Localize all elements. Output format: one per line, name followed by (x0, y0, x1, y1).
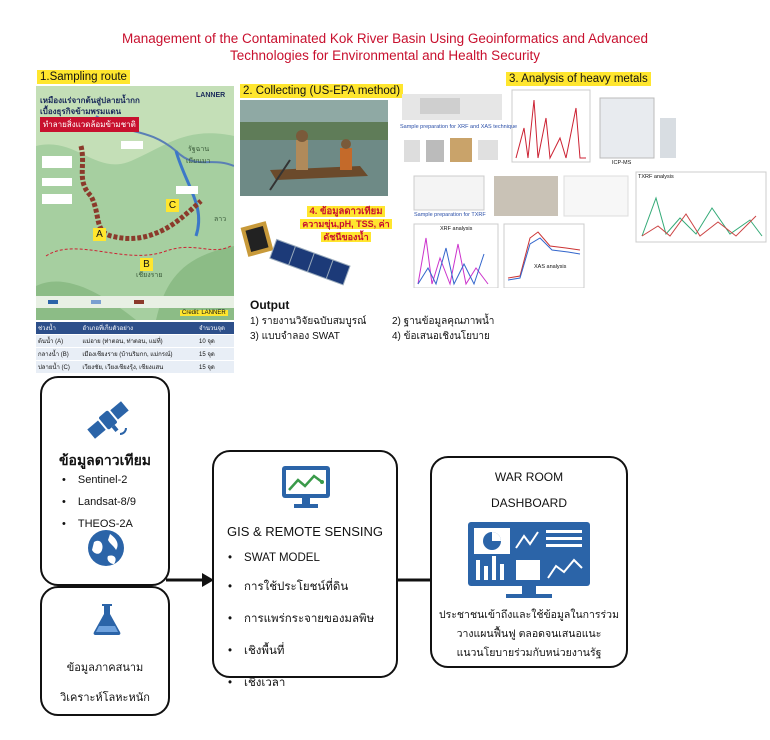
collecting-photo (240, 100, 388, 196)
map-heading-1: เหมืองแร่จากต้นสู่ปลายน้ำกก (40, 96, 140, 105)
table-header: ช่วงน้ำ (36, 322, 81, 335)
caption-txrf: Sample preparation for TXRF (414, 212, 486, 218)
analysis-collage: Sample preparation for XRF and XAS techn… (400, 88, 768, 378)
list-item: การแพร่กระจายของมลพิษ (228, 610, 374, 628)
output-item-4: 4) ข้อเสนอเชิงนโยบาย (392, 331, 490, 342)
satellite-graphic (240, 221, 351, 286)
field-box-line1: ข้อมูลภาคสนาม (66, 662, 144, 674)
table-cell: ต้นน้ำ (A) (36, 334, 81, 348)
region-label-shan: รัฐฉาน (188, 146, 210, 153)
sampling-point-a: A (93, 228, 106, 241)
output-item-2: 2) ฐานข้อมูลคุณภาพน้ำ (392, 316, 495, 327)
map-red-banner: ทำลายสิ่งแวดล้อมข้ามชาติ (40, 117, 139, 132)
dashboard-monitor-icon (468, 522, 590, 598)
gis-remote-sensing-box: GIS & REMOTE SENSING SWAT MODEL การใช้ปร… (212, 450, 398, 689)
section-4-label-line2: ความขุ่น,pH, TSS, ค่า (300, 219, 392, 229)
flask-icon (93, 604, 121, 635)
table-row: กลางน้ำ (B) เมืองเชียงราย (บ้านริมกก, แม… (36, 347, 234, 361)
war-room-desc-line: แนวนโยบายร่วมกับหน่วยงานรัฐ (456, 647, 602, 659)
war-room-title-line2: DASHBOARD (490, 496, 567, 510)
analysis-collage-graphic (402, 89, 767, 288)
table-cell: 15 จุด (197, 347, 234, 361)
sampling-point-c: C (166, 199, 179, 212)
output-label: Output (250, 298, 290, 312)
table-header: อำเภอที่เก็บตัวอย่าง (80, 322, 197, 335)
section-2-label: 2. Collecting (US-EPA method) (240, 84, 404, 98)
chart-txrf-label: TXRF analysis (638, 174, 674, 180)
map-credit: Credit: LANNER (180, 310, 228, 316)
collecting-photo-graphic (240, 100, 388, 196)
arrow-to-gis (166, 573, 214, 587)
war-room-desc-line: วางแผนฟื้นฟู ตลอดจนเสนอแนะ (456, 628, 602, 640)
title-line-1: Management of the Contaminated Kok River… (121, 31, 649, 46)
table-cell: 10 จุด (197, 334, 234, 348)
table-cell: เวียงชัย, เวียงเชียงรุ้ง, เชียงแสน (80, 360, 197, 373)
region-label-chiangrai: เชียงราย (136, 272, 163, 279)
sampling-table: ช่วงน้ำ อำเภอที่เก็บตัวอย่าง จำนวนจุด ต้… (36, 322, 234, 373)
globe-icon (88, 530, 124, 566)
caption-xrf: Sample preparation for XRF and XAS techn… (400, 124, 518, 130)
output-item-1: 1) รายงานวิจัยฉบับสมบูรณ์ (250, 316, 367, 327)
sampling-route-map: เหมืองแร่จากต้นสู่ปลายน้ำกก เบื้องธุรกิจ… (36, 86, 234, 320)
region-label-myanmar: เมียนมา (186, 158, 211, 165)
list-item: THEOS-2A (62, 518, 136, 530)
output-item-3: 3) แบบจำลอง SWAT (250, 331, 340, 342)
map-heading-2: เบื้องธุรกิจข้ามพรมแดน (40, 107, 122, 116)
war-room-dashboard-box: WAR ROOM DASHBOARD ประชาชนเข้าถึงและใช้ข… (430, 456, 628, 668)
chart-xrf-label: XRF analysis (440, 226, 473, 232)
monitor-chart-icon (282, 466, 330, 508)
section-4-label: 4. ข้อมูลดาวเทียม ความขุ่น,pH, TSS, ค่า … (300, 206, 392, 244)
map-logo: LANNER (196, 92, 226, 99)
table-cell: เมืองเชียงราย (บ้านริมกก, แม่กรณ์) (80, 347, 197, 361)
list-item: Sentinel-2 (62, 474, 136, 486)
title-line-2: Technologies for Environmental and Healt… (230, 48, 540, 63)
section-1-label: 1.Sampling route (37, 70, 130, 84)
chart-xas-label: XAS analysis (534, 264, 567, 270)
instrument-label: ICP-MS (612, 160, 632, 166)
war-room-title-line1: WAR ROOM (494, 470, 564, 484)
war-room-desc-line: ประชาชนเข้าถึงและใช้ข้อมูลในการร่วม (438, 609, 619, 621)
table-row: ต้นน้ำ (A) แม่อาย (ท่าตอน, ท่าตอน, แม่ที… (36, 334, 234, 348)
satellite-box-title: ข้อมูลดาวเทียม (58, 452, 152, 468)
list-item: การใช้ประโยชน์ที่ดิน (228, 578, 374, 596)
list-item: เชิงพื้นที่ (228, 642, 374, 660)
region-label-laos: ลาว (214, 216, 227, 223)
war-room-description: ประชาชนเข้าถึงและใช้ข้อมูลในการร่วม วางแ… (432, 606, 626, 663)
table-row: ปลายน้ำ (C) เวียงชัย, เวียงเชียงรุ้ง, เช… (36, 360, 234, 373)
page-title: Management of the Contaminated Kok River… (0, 30, 770, 64)
satellite-illustration (240, 214, 352, 286)
section-4-label-line1: 4. ข้อมูลดาวเทียม (307, 206, 385, 217)
satellite-icon (87, 401, 129, 439)
sampling-point-b: B (140, 258, 153, 271)
kok-river-path (78, 145, 203, 241)
list-item: เชิงเวลา (228, 674, 374, 692)
table-cell: กลางน้ำ (B) (36, 347, 81, 361)
field-box-line2: วิเคราะห์โลหะหนัก (60, 692, 150, 704)
list-item: Landsat-8/9 (62, 496, 136, 508)
gis-box-title: GIS & REMOTE SENSING (226, 524, 384, 539)
table-header: จำนวนจุด (197, 322, 234, 335)
field-data-box: ข้อมูลภาคสนาม วิเคราะห์โลหะหนัก (40, 586, 170, 716)
table-cell: 15 จุด (197, 360, 234, 373)
gis-topic-list: SWAT MODEL การใช้ประโยชน์ที่ดิน การแพร่ก… (228, 552, 374, 706)
satellite-data-box: ข้อมูลดาวเทียม Sentinel-2 Landsat-8/9 TH… (40, 376, 170, 586)
table-cell: ปลายน้ำ (C) (36, 360, 81, 373)
table-cell: แม่อาย (ท่าตอน, ท่าตอน, แม่ที่) (80, 334, 197, 348)
table-header-row: ช่วงน้ำ อำเภอที่เก็บตัวอย่าง จำนวนจุด (36, 322, 234, 335)
section-4-label-line3: ดัชนีของน้ำ (321, 232, 371, 242)
section-3-label: 3. Analysis of heavy metals (506, 72, 651, 86)
satellite-source-list: Sentinel-2 Landsat-8/9 THEOS-2A (62, 474, 136, 540)
list-item: SWAT MODEL (228, 552, 374, 564)
